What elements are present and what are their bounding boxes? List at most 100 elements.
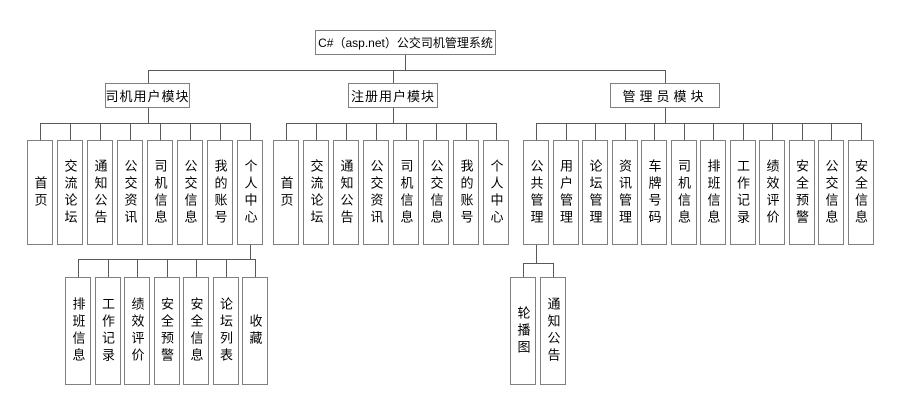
admin-node-label-5: 司机信息 (676, 158, 691, 227)
admin-node-label-0: 公共管理 (528, 158, 544, 227)
driver-node-label-4: 司机信息 (152, 158, 168, 227)
admin-node-5: 司机信息 (670, 140, 697, 245)
registered-node-label-6: 我的账号 (458, 158, 474, 227)
registered-stub-line (496, 123, 497, 140)
driver-node-label-2: 通知公告 (92, 158, 108, 227)
personal-riser-line (250, 245, 251, 259)
registered-stub-line (436, 123, 437, 140)
registered-node-label-2: 通知公告 (338, 158, 354, 227)
registered-stub-line (286, 123, 287, 140)
admin-stub-line (565, 123, 567, 140)
driver-node-label-3: 公交资讯 (122, 158, 138, 227)
driver-node-1: 交流论坛 (57, 140, 83, 245)
module-stub-line (665, 70, 666, 83)
driver-node-2: 通知公告 (87, 140, 113, 245)
personal-node-3: 安全预警 (153, 277, 180, 385)
driver-stub-line (70, 123, 71, 140)
admin-node-label-10: 公交信息 (823, 158, 839, 227)
driver-node-4: 司机信息 (147, 140, 173, 245)
admin-node-8: 绩效评价 (759, 140, 785, 245)
registered-node-1: 交流论坛 (303, 140, 329, 245)
personal-node-label-5: 论坛列表 (218, 297, 233, 365)
driver-node-3: 公交资讯 (117, 140, 143, 245)
driver-node-label-0: 首页 (32, 175, 48, 210)
driver-stub-line (250, 123, 251, 140)
admin-node-10: 公交信息 (818, 140, 844, 245)
admin-stub-line (536, 123, 537, 140)
driver-stub-line (100, 123, 101, 140)
root-riser-line (405, 55, 406, 70)
public-node-label-1: 通知公告 (545, 297, 561, 365)
public-node-1: 通知公告 (540, 277, 566, 385)
public-bus-line (523, 263, 553, 264)
registered-node-4: 司机信息 (393, 140, 419, 245)
admin-stub-line (624, 123, 626, 140)
admin-node-label-1: 用户管理 (558, 158, 573, 227)
public-node-0: 轮播图 (510, 277, 536, 385)
driver-stub-line (130, 123, 131, 140)
admin-stub-line (801, 123, 803, 140)
admin-node-label-9: 安全预警 (794, 158, 809, 227)
admin-stub-line (772, 123, 773, 140)
registered-stub-line (346, 123, 347, 140)
module-admin: 管理员模块 (610, 83, 720, 108)
admin-node-0: 公共管理 (523, 140, 549, 245)
personal-stub-line (255, 259, 256, 277)
personal-node-1: 工作记录 (94, 277, 121, 385)
registered-node-0: 首页 (273, 140, 299, 245)
personal-node-label-1: 工作记录 (100, 297, 115, 365)
root-node: C#（asp.net）公交司机管理系统 (315, 30, 496, 55)
driver-node-0: 首页 (27, 140, 53, 245)
registered-riser-line (393, 108, 394, 123)
personal-stub-line (166, 259, 168, 277)
module-registered: 注册用户模块 (348, 83, 438, 108)
driver-node-label-5: 公交信息 (182, 158, 198, 227)
personal-node-label-6: 收藏 (247, 314, 263, 348)
personal-stub-line (78, 259, 79, 277)
registered-node-label-4: 司机信息 (398, 158, 414, 227)
admin-node-label-3: 资讯管理 (617, 158, 632, 227)
registered-stub-line (376, 123, 377, 140)
registered-node-label-7: 个人中心 (488, 158, 504, 227)
registered-node-6: 我的账号 (453, 140, 479, 245)
personal-stub-line (225, 259, 227, 277)
admin-node-1: 用户管理 (552, 140, 579, 245)
personal-node-0: 排班信息 (65, 277, 91, 385)
personal-node-label-4: 安全信息 (188, 297, 204, 365)
admin-stub-line (831, 123, 832, 140)
admin-node-11: 安全信息 (847, 140, 874, 245)
registered-node-label-1: 交流论坛 (308, 158, 324, 227)
admin-stub-line (595, 123, 596, 140)
admin-node-6: 排班信息 (700, 140, 726, 245)
admin-stub-line (683, 123, 685, 140)
registered-node-2: 通知公告 (333, 140, 359, 245)
admin-node-label-2: 论坛管理 (587, 158, 603, 227)
admin-node-label-4: 车牌号码 (646, 158, 662, 227)
registered-node-label-3: 公交资讯 (368, 158, 384, 227)
driver-node-6: 我的账号 (207, 140, 233, 245)
driver-riser-line (147, 108, 149, 123)
admin-node-label-8: 绩效评价 (764, 158, 780, 227)
personal-node-6: 收藏 (242, 277, 268, 385)
driver-node-label-7: 个人中心 (242, 158, 258, 227)
driver-stub-line (160, 123, 161, 140)
personal-node-2: 绩效评价 (124, 277, 150, 385)
module-stub-line (393, 70, 394, 83)
admin-node-label-7: 工作记录 (735, 158, 750, 227)
driver-stub-line (40, 123, 41, 140)
personal-node-label-2: 绩效评价 (129, 297, 145, 365)
public-stub-line (553, 263, 554, 277)
registered-node-3: 公交资讯 (363, 140, 389, 245)
admin-node-9: 安全预警 (788, 140, 815, 245)
registered-node-5: 公交信息 (423, 140, 449, 245)
admin-riser-line (665, 108, 666, 123)
admin-stub-line (860, 123, 862, 140)
admin-stub-line (742, 123, 744, 140)
driver-stub-line (190, 123, 191, 140)
admin-bus-line (536, 123, 861, 124)
admin-node-2: 论坛管理 (582, 140, 608, 245)
registered-stub-line (316, 123, 317, 140)
public-stub-line (523, 263, 524, 277)
admin-node-4: 车牌号码 (641, 140, 667, 245)
